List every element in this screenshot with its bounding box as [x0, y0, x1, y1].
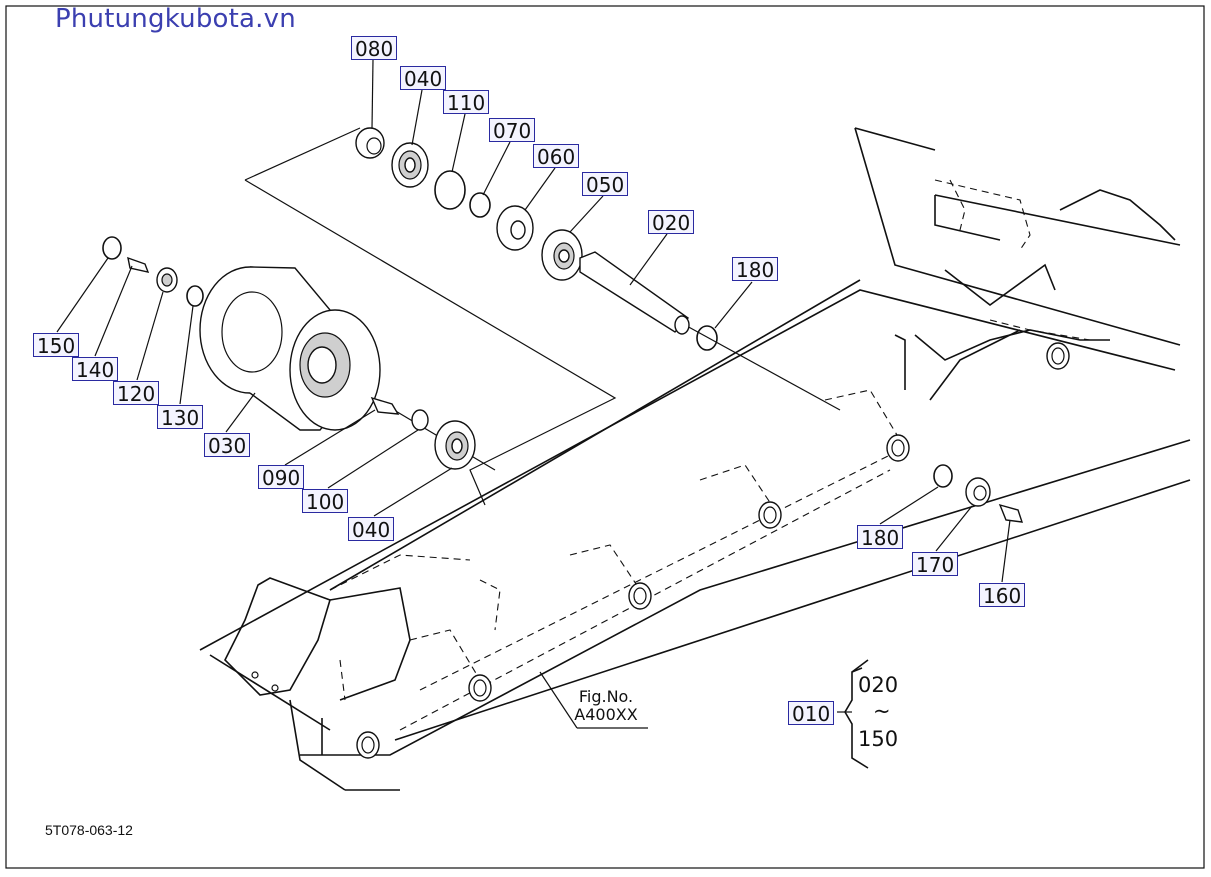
part-130-o-ring	[186, 285, 204, 307]
part-tag-130[interactable]: 130	[157, 405, 204, 430]
drawing-frame	[5, 5, 1205, 869]
part-100-washer	[411, 409, 429, 431]
part-tag-160[interactable]: 160	[979, 583, 1026, 608]
part-140-plug	[127, 256, 150, 273]
assembly-range-from: 020	[858, 673, 899, 697]
part-180-o-ring-rear	[933, 464, 953, 488]
part-tag-040[interactable]: 040	[400, 66, 447, 91]
part-tag-090[interactable]: 090	[258, 465, 305, 490]
part-110-snap-ring	[434, 170, 466, 210]
part-tag-120[interactable]: 120	[113, 381, 160, 406]
figure-reference-number: A400XX	[574, 705, 638, 724]
part-tag-170[interactable]: 170	[912, 552, 959, 577]
part-090-plug	[370, 396, 400, 415]
track-frame	[199, 127, 1191, 791]
site-watermark: Phutungkubota.vn	[55, 4, 296, 34]
part-tag-030[interactable]: 030	[204, 433, 251, 458]
part-tag-060[interactable]: 060	[533, 144, 580, 169]
part-tag-180-rear[interactable]: 180	[857, 525, 904, 550]
part-160-plug	[998, 503, 1024, 523]
part-tag-110[interactable]: 110	[443, 90, 490, 115]
roller-assembly	[102, 127, 1024, 523]
part-tag-100[interactable]: 100	[302, 489, 349, 514]
part-070-o-ring	[469, 192, 491, 218]
part-tag-070[interactable]: 070	[489, 118, 536, 143]
part-020-shaft	[579, 251, 690, 333]
part-tag-150[interactable]: 150	[33, 333, 80, 358]
part-080-spacer	[355, 127, 385, 159]
part-tag-050[interactable]: 050	[582, 172, 629, 197]
part-tag-040-lower[interactable]: 040	[348, 517, 395, 542]
figure-reference-label: Fig.No.	[578, 687, 634, 706]
part-tag-180[interactable]: 180	[732, 257, 779, 282]
assembly-range-to: 150	[858, 727, 899, 751]
part-tag-020[interactable]: 020	[648, 210, 695, 235]
part-tag-080[interactable]: 080	[351, 36, 398, 61]
assembly-tag-010[interactable]: 010	[788, 701, 835, 726]
part-150-o-ring	[102, 236, 122, 260]
part-tag-140[interactable]: 140	[72, 357, 119, 382]
drawing-code: 5T078-063-12	[45, 822, 133, 838]
part-180-o-ring	[696, 325, 718, 351]
figure-reference: Fig.No. A400XX	[570, 688, 642, 724]
leader-lines	[56, 59, 1011, 769]
assembly-range-tilde: ~	[873, 699, 891, 723]
